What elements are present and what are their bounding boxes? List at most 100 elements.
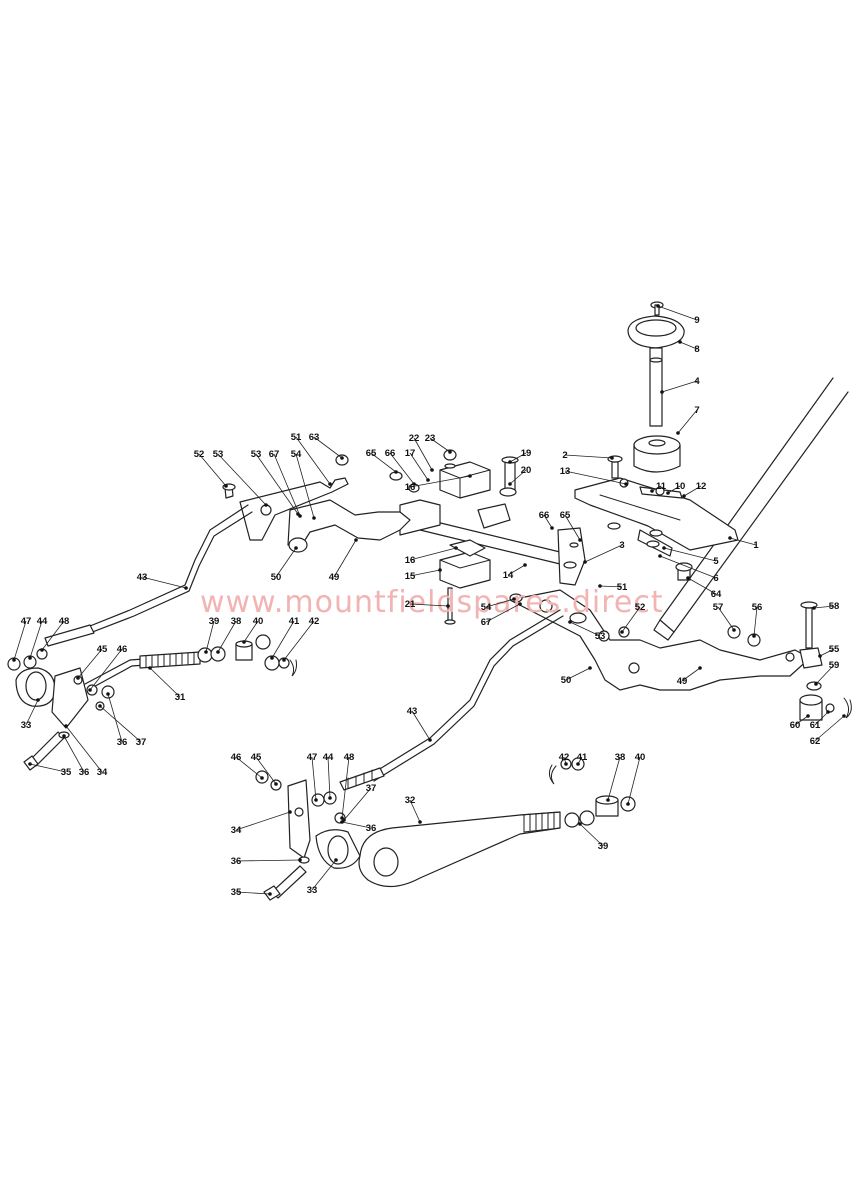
callout-57: 57: [713, 602, 736, 632]
leader-line: [409, 799, 421, 823]
leader-dot: [598, 584, 602, 588]
leader-line: [565, 667, 591, 681]
leader-dot: [268, 892, 272, 896]
leader-line: [627, 756, 641, 805]
leader-dot: [650, 489, 654, 493]
leader-line: [409, 603, 449, 607]
leader-dot: [274, 782, 278, 786]
leader-line: [717, 606, 735, 631]
leader-dot: [216, 650, 220, 654]
leader-line: [89, 648, 123, 691]
leader-dot: [438, 568, 442, 572]
callout-58: 58: [812, 601, 839, 612]
leader-line: [255, 756, 277, 785]
callout-59: 59: [814, 660, 839, 686]
leader-line: [313, 436, 343, 459]
leader-dot: [686, 576, 690, 580]
callout-label: 36: [117, 737, 128, 748]
callout-label: 43: [137, 572, 148, 583]
leader-line: [413, 437, 433, 471]
callout-label: 32: [405, 795, 416, 806]
callout-label: 53: [213, 449, 224, 460]
leader-dot: [508, 482, 512, 486]
callout-66: 66: [385, 448, 416, 486]
callout-23: 23: [425, 433, 452, 454]
callout-label: 52: [194, 449, 205, 460]
leader-dot: [806, 714, 810, 718]
leader-line: [509, 469, 527, 485]
callout-label: 46: [117, 644, 128, 655]
leader-line: [235, 891, 271, 895]
callout-6: 6: [658, 554, 719, 584]
leader-line: [63, 735, 85, 773]
leader-dot: [294, 546, 298, 550]
leader-dot: [812, 606, 816, 610]
callout-54: 54: [291, 449, 316, 520]
callout-label: 8: [694, 344, 699, 355]
leader-dot: [518, 602, 522, 606]
leader-dot: [610, 456, 614, 460]
leader-dot: [660, 390, 664, 394]
callout-label: 35: [61, 767, 72, 778]
leader-dot: [98, 704, 102, 708]
callout-66: 66: [539, 510, 554, 530]
callout-label: 36: [79, 767, 90, 778]
callout-label: 67: [269, 449, 280, 460]
leader-line: [283, 620, 315, 661]
callout-65: 65: [366, 448, 398, 474]
callout-label: 51: [291, 432, 302, 443]
callout-67: 67: [269, 449, 302, 518]
callout-label: 59: [829, 660, 840, 671]
leader-dot: [512, 597, 516, 601]
callout-label: 2: [562, 450, 567, 461]
callout-42: 42: [282, 616, 319, 662]
callout-63: 63: [309, 432, 344, 460]
callout-51: 51: [291, 432, 332, 486]
leader-dot: [446, 604, 450, 608]
callout-67: 67: [481, 602, 522, 628]
callout-15: 15: [405, 568, 442, 582]
callout-label: 38: [615, 752, 626, 763]
callout-12: 12: [682, 481, 706, 498]
callout-49: 49: [677, 666, 702, 687]
leader-line: [13, 620, 27, 661]
callout-label: 50: [271, 572, 282, 583]
leader-line: [275, 547, 297, 578]
leader-dot: [732, 628, 736, 632]
leader-dot: [314, 798, 318, 802]
leader-line: [217, 453, 267, 506]
callout-label: 43: [407, 706, 418, 717]
leader-line: [409, 452, 429, 481]
leader-line: [485, 598, 515, 608]
callout-17: 17: [405, 448, 430, 482]
callout-label: 49: [329, 572, 340, 583]
callout-44: 44: [28, 616, 48, 660]
callout-label: 16: [405, 482, 416, 493]
callout-49: 49: [329, 538, 358, 583]
callout-label: 47: [307, 752, 318, 763]
callout-35: 35: [231, 887, 272, 898]
leader-dot: [40, 648, 44, 652]
leader-line: [341, 821, 372, 829]
leader-line: [564, 514, 581, 541]
leader-dot: [28, 656, 32, 660]
leader-dot: [678, 340, 682, 344]
callout-60: 60: [790, 714, 810, 731]
callout-61: 61: [810, 710, 830, 731]
callout-5: 5: [662, 546, 719, 567]
callout-label: 58: [829, 601, 840, 612]
leader-line: [564, 470, 627, 485]
leader-dot: [662, 546, 666, 550]
leader-line: [794, 715, 809, 726]
callout-label: 57: [713, 602, 724, 613]
leader-line: [343, 787, 372, 821]
leader-dot: [656, 304, 660, 308]
callout-label: 17: [405, 448, 416, 459]
leader-dot: [564, 762, 568, 766]
leader-line: [389, 452, 415, 485]
leader-line: [409, 475, 471, 488]
leader-line: [814, 715, 845, 742]
callout-51: 51: [598, 582, 628, 593]
callout-50: 50: [271, 546, 298, 583]
leader-line: [99, 705, 142, 743]
